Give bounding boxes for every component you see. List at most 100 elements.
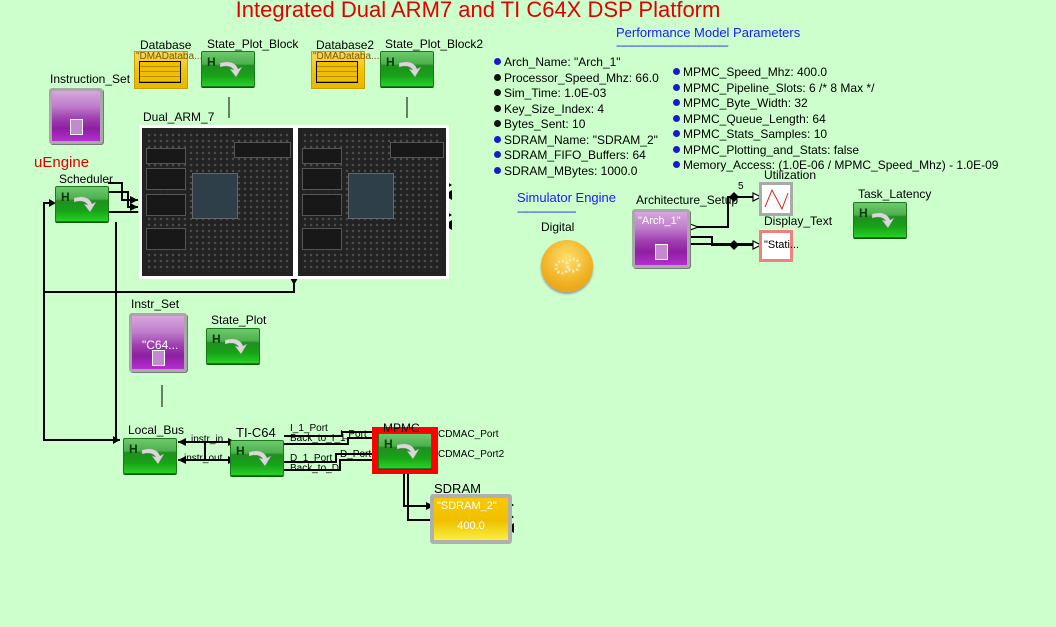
display-text-value: "Stati...: [764, 239, 800, 251]
state-plot-block-label: State_Plot_Block: [207, 37, 299, 51]
curved-arrow-icon: [225, 338, 248, 355]
architecture-setup-block[interactable]: "Arch_1": [632, 209, 690, 268]
hierarchy-h-icon: H: [212, 332, 221, 346]
processor-chip: [192, 173, 238, 219]
d-port-label: D_Port: [340, 449, 372, 460]
arm7-board-2[interactable]: [295, 125, 449, 279]
digital-engine-block[interactable]: [541, 240, 593, 292]
curved-arrow-icon: [249, 450, 272, 467]
back-to-i-port-label: Back_to_I_1: [290, 433, 346, 444]
cdmac-port-label: CDMAC_Port: [438, 429, 499, 440]
task-latency-label: Task_Latency: [858, 187, 932, 201]
hierarchy-h-icon: H: [207, 55, 216, 69]
parameter-item[interactable]: Sim_Time: 1.0E-03: [494, 86, 659, 102]
local-bus-block[interactable]: H: [123, 438, 177, 474]
i-port-label: I_Port: [340, 429, 367, 440]
hierarchy-h-icon: H: [129, 442, 138, 456]
state-plot-block2-label: State_Plot_Block2: [385, 37, 484, 51]
ti-c64-block[interactable]: H: [230, 440, 284, 476]
parameter-item[interactable]: SDRAM_FIFO_Buffers: 64: [494, 148, 659, 164]
database2-label: Database2: [316, 38, 375, 52]
instr-in-port-label: instr_in: [191, 434, 224, 445]
parameter-item[interactable]: MPMC_Queue_Length: 64: [673, 112, 998, 128]
sdram-name-value: "SDRAM_2": [437, 500, 497, 512]
curved-arrow-icon: [872, 212, 895, 229]
state-plot-block[interactable]: H: [206, 328, 260, 364]
dual-arm-7-label: Dual_ARM_7: [143, 110, 215, 124]
document-icon: [152, 350, 165, 366]
scheduler-block[interactable]: H: [55, 186, 109, 222]
parameter-item[interactable]: MPMC_Pipeline_Slots: 6 /* 8 Max */: [673, 81, 998, 97]
parameter-item[interactable]: MPMC_Byte_Width: 32: [673, 96, 998, 112]
parameters-right-list: MPMC_Speed_Mhz: 400.0 MPMC_Pipeline_Slot…: [673, 65, 998, 174]
parameter-item[interactable]: Key_Size_Index: 4: [494, 102, 659, 118]
bullet-icon: [673, 83, 680, 91]
parameters-separator: ----------------------------------------…: [616, 40, 729, 52]
bullet-icon: [494, 135, 501, 143]
bullet-icon: [673, 68, 680, 75]
bullet-icon: [494, 120, 501, 127]
hierarchy-h-icon: H: [61, 190, 70, 204]
diagram-title: Integrated Dual ARM7 and TI C64X DSP Pla…: [235, 0, 721, 22]
hierarchy-h-icon: H: [384, 437, 393, 451]
bullet-icon: [494, 89, 501, 96]
sdram-speed-value: 400.0: [457, 520, 485, 532]
bullet-icon: [494, 151, 501, 158]
parameter-item[interactable]: Bytes_Sent: 10: [494, 117, 659, 133]
arm7-board-1[interactable]: [139, 125, 296, 279]
database-block[interactable]: "DMADataba...: [134, 51, 202, 89]
parameter-item[interactable]: Memory_Access: (1.0E-06 / MPMC_Speed_Mhz…: [673, 158, 998, 174]
parameters-heading: Performance Model Parameters: [616, 25, 801, 40]
cdmac-port2-label: CDMAC_Port2: [438, 449, 505, 460]
instruction-set-block[interactable]: [49, 88, 103, 144]
bullet-icon: [673, 99, 680, 106]
database2-block[interactable]: "DMADataba...: [311, 51, 379, 89]
hierarchy-h-icon: H: [859, 206, 868, 220]
bullet-icon: [673, 161, 680, 168]
i-1-port-label: I_1_Port: [290, 423, 328, 434]
database-label: Database: [140, 38, 192, 52]
mpmc-block[interactable]: H: [378, 433, 432, 469]
uengine-label: uEngine: [34, 154, 90, 171]
back-to-d-port-label: Back_to_D: [290, 463, 339, 474]
parameter-item[interactable]: MPMC_Stats_Samples: 10: [673, 127, 998, 143]
simulator-engine-separator: ----------------------: [517, 206, 577, 218]
parameter-item[interactable]: Arch_Name: "Arch_1": [494, 55, 659, 71]
parameter-item[interactable]: SDRAM_Name: "SDRAM_2": [494, 133, 659, 149]
parameters-left-list: Arch_Name: "Arch_1" Processor_Speed_Mhz:…: [494, 55, 659, 179]
parameter-item[interactable]: Processor_Speed_Mhz: 66.0: [494, 71, 659, 87]
bullet-icon: [673, 145, 680, 153]
parameter-item[interactable]: SDRAM_MBytes: 1000.0: [494, 164, 659, 180]
database2-value: "DMADataba...: [313, 51, 380, 62]
sdram-block[interactable]: "SDRAM_2" 400.0: [430, 494, 512, 544]
task-latency-block[interactable]: H: [853, 202, 907, 238]
local-bus-label: Local_Bus: [128, 423, 185, 437]
parameter-item[interactable]: MPMC_Plotting_and_Stats: false: [673, 143, 998, 159]
instr-out-port-label: instr_out: [184, 453, 223, 464]
display-text-block[interactable]: "Stati...: [759, 230, 799, 262]
curved-arrow-icon: [74, 196, 97, 213]
bullet-icon: [494, 104, 501, 112]
document-icon: [70, 119, 83, 135]
hierarchy-h-icon: H: [386, 55, 395, 69]
state-plot-block[interactable]: H: [201, 51, 255, 87]
curved-arrow-icon: [399, 61, 422, 78]
document-icon: [655, 244, 668, 260]
utilization-plot-block[interactable]: [759, 182, 793, 216]
instr-set-label: Instr_Set: [131, 297, 180, 311]
state-plot-label: State_Plot: [211, 313, 267, 327]
hierarchy-h-icon: H: [236, 444, 245, 458]
architecture-setup-label: Architecture_Setup: [636, 193, 739, 207]
processor-chip: [348, 173, 394, 219]
parameter-item[interactable]: MPMC_Speed_Mhz: 400.0: [673, 65, 998, 81]
fanout-count: 5: [738, 181, 744, 192]
bullet-icon: [673, 130, 680, 137]
state-plot-block2[interactable]: H: [380, 51, 434, 87]
instr-set-value: "C64...: [142, 338, 179, 352]
simulator-engine-type: Digital: [541, 220, 575, 234]
bullet-icon: [494, 166, 501, 174]
scheduler-label: Scheduler: [59, 172, 114, 186]
mpmc-label: MPMC: [383, 421, 420, 435]
sdram-label: SDRAM: [434, 481, 481, 496]
instr-set-block[interactable]: "C64...: [129, 313, 187, 372]
